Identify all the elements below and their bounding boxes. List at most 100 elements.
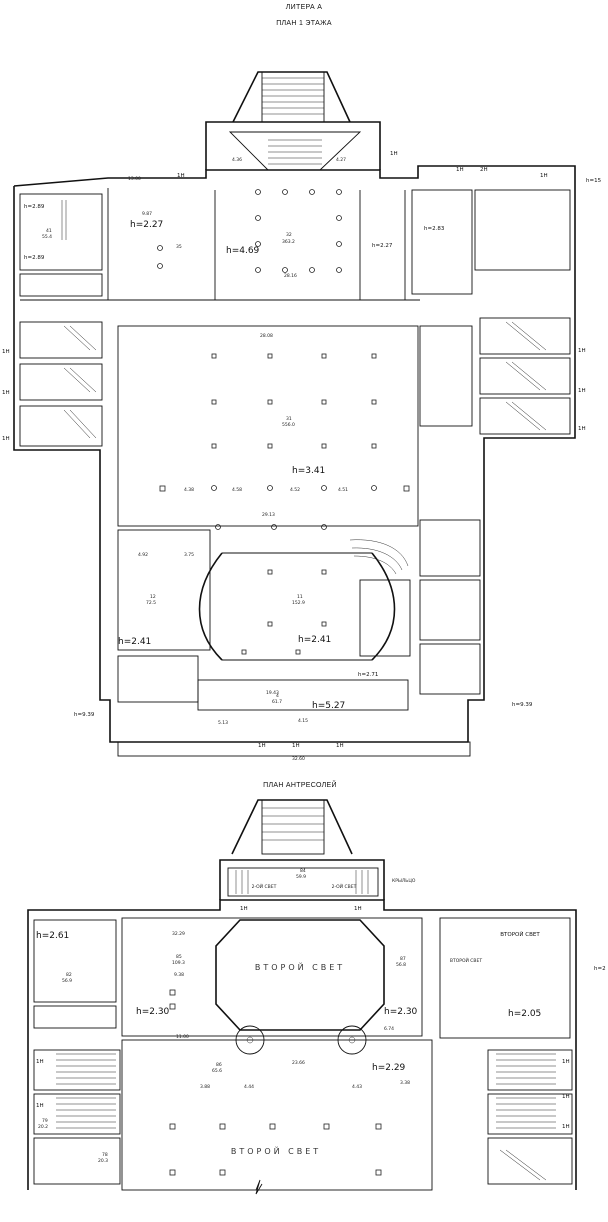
height-label: h=2.29 (372, 1063, 406, 1073)
height-label: h=15 (586, 178, 602, 184)
height-label: h=5.27 (312, 701, 345, 711)
room-area: 61.7 (272, 699, 282, 705)
height-label: h=3.41 (292, 466, 325, 476)
dimension: 3.88 (200, 1084, 210, 1090)
room-number: 32 (286, 232, 292, 238)
height-label: h=2.71 (358, 672, 378, 678)
entry-marker: 1Н (292, 743, 300, 749)
top-entrance-stairs-2 (231, 799, 353, 855)
room-area: 556.0 (282, 422, 295, 428)
room-area: 363.2 (282, 239, 295, 245)
dimension: 4.44 (244, 1084, 254, 1090)
entry-marker: 1Н (2, 436, 10, 442)
dimension: 32.29 (172, 931, 185, 937)
spiral-stair-west (235, 1025, 265, 1055)
room-number: 12 (150, 594, 156, 600)
entry-marker: 1Н (354, 906, 362, 912)
room-area: 59.9 (296, 874, 306, 880)
room-number: 41 (46, 228, 52, 234)
dimension: 9.87 (142, 211, 152, 217)
column-grid (157, 189, 410, 655)
room-number: 4 (276, 693, 279, 699)
dimension: 4.36 (232, 157, 242, 163)
entry-marker: 1Н (578, 348, 586, 354)
height-label: h=4.69 (226, 246, 260, 256)
height-label: h=2.30 (384, 1007, 418, 1017)
room-area: 56.8 (396, 962, 406, 968)
second-light-label: 2-ОЙ СВЕТ (252, 883, 277, 890)
second-light-octagon (215, 919, 385, 1031)
plan-mezzanine-header: ПЛАН АНТРЕСОЛЕЙ (263, 780, 337, 789)
dimension: 29.13 (262, 512, 275, 518)
height-label: h=2.27 (130, 220, 163, 230)
dimension: 5.13 (218, 720, 228, 726)
room-number: 87 (400, 956, 406, 962)
entry-marker: 1Н (562, 1124, 570, 1130)
entry-marker: 1Н (36, 1059, 44, 1065)
room-number: 35 (176, 244, 182, 250)
second-light-label: 2-ОЙ СВЕТ (332, 883, 357, 890)
entry-marker: 1Н (2, 349, 10, 355)
break-line (255, 1179, 263, 1195)
entry-marker: 2Н (480, 167, 488, 173)
entry-marker: 1Н (390, 151, 398, 157)
vestibule-stairs (228, 131, 362, 171)
room-area: 55.4 (42, 234, 52, 240)
entry-marker: 1Н (578, 388, 586, 394)
height-label: h=2.89 (24, 204, 45, 210)
room-number: 85 (176, 954, 182, 960)
room-number: 11 (297, 594, 303, 600)
floor-2-plan: h=2.61 h=2.30 h=2.30 h=2.29 h=2.05 h=2 В… (27, 799, 606, 1195)
dimension: 4.92 (138, 552, 148, 558)
dimension: 4.51 (338, 487, 348, 493)
dimension: 3.75 (184, 552, 194, 558)
second-light-label: ВТОРОЙ СВЕТ (500, 931, 540, 938)
room-number: 31 (286, 416, 292, 422)
arc-stairs (349, 539, 409, 575)
entry-marker: 1Н (562, 1059, 570, 1065)
dimension: 4.15 (298, 718, 308, 724)
dimension: 28.08 (260, 333, 273, 339)
room-area: 72.5 (146, 600, 156, 606)
second-light-label: ВТОРОЙ СВЕТ (231, 1145, 321, 1156)
height-label: h=2.41 (118, 637, 151, 647)
curved-hall-west (198, 552, 223, 661)
dimension: 3.38 (400, 1080, 410, 1086)
left-stair-blocks (61, 200, 97, 439)
dimension: 11.00 (176, 1034, 189, 1040)
dimension: 32.60 (292, 756, 305, 762)
entry-marker: 1Н (240, 906, 248, 912)
height-label: h=2.61 (36, 931, 69, 941)
height-label: h=9.39 (74, 712, 95, 718)
entry-marker: 1Н (2, 390, 10, 396)
second-light-label: ВТОРОЙ СВЕТ (255, 961, 345, 972)
curved-hall-east (371, 552, 396, 661)
porch-label: КРЫЛЬЦО (392, 878, 416, 884)
dimension: 9.38 (174, 972, 184, 978)
entry-marker: 1Н (336, 743, 344, 749)
column-grid-2 (169, 989, 382, 1176)
room-number: 78 (102, 1152, 108, 1158)
right-stair-blocks-2 (496, 1053, 556, 1181)
plan-1-floor-header: ПЛАН 1 ЭТАЖА (276, 20, 332, 27)
room-area: 65.6 (212, 1068, 222, 1074)
dimension: 6.74 (384, 1026, 394, 1032)
dimension: 23.66 (292, 1060, 305, 1066)
room-number: 79 (42, 1118, 48, 1124)
litera-header: ЛИТЕРА А (286, 4, 322, 11)
height-label: h=2.41 (298, 635, 331, 645)
entry-marker: 1Н (562, 1094, 570, 1100)
dimension: 4.58 (232, 487, 242, 493)
second-light-label: ВТОРОЙ СВЕТ (450, 957, 483, 964)
top-entrance-stairs (232, 71, 351, 123)
height-label: h=2.89 (24, 255, 45, 261)
room-area: 20.3 (98, 1158, 108, 1164)
height-label: h=2.30 (136, 1007, 170, 1017)
dimension: 4.52 (290, 487, 300, 493)
height-label: h=2.27 (372, 243, 393, 249)
dimension: 4.38 (184, 487, 194, 493)
height-label: h=2 (594, 966, 606, 972)
dimension: 19.43 (266, 690, 279, 696)
floor-1-plan: h=2.89 h=2.89 h=2.27 h=4.69 h=2.27 h=2.8… (2, 71, 602, 762)
